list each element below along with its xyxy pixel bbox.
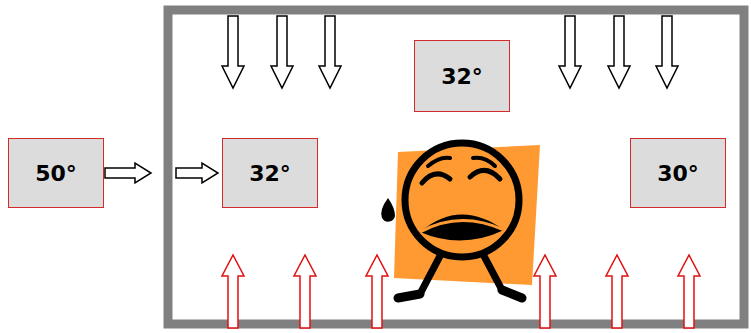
crying-person xyxy=(381,143,540,298)
temperature-label: 32° xyxy=(441,64,483,89)
temperature-box: 50° xyxy=(8,138,104,208)
temperature-label: 50° xyxy=(35,161,77,186)
temperature-label: 32° xyxy=(249,161,291,186)
temperature-box: 30° xyxy=(630,138,726,208)
temperature-box: 32° xyxy=(222,138,318,208)
heat-flow-arrow xyxy=(105,163,218,183)
temperature-label: 30° xyxy=(657,161,699,186)
temperature-box: 32° xyxy=(414,40,510,112)
room-wall xyxy=(168,10,744,324)
